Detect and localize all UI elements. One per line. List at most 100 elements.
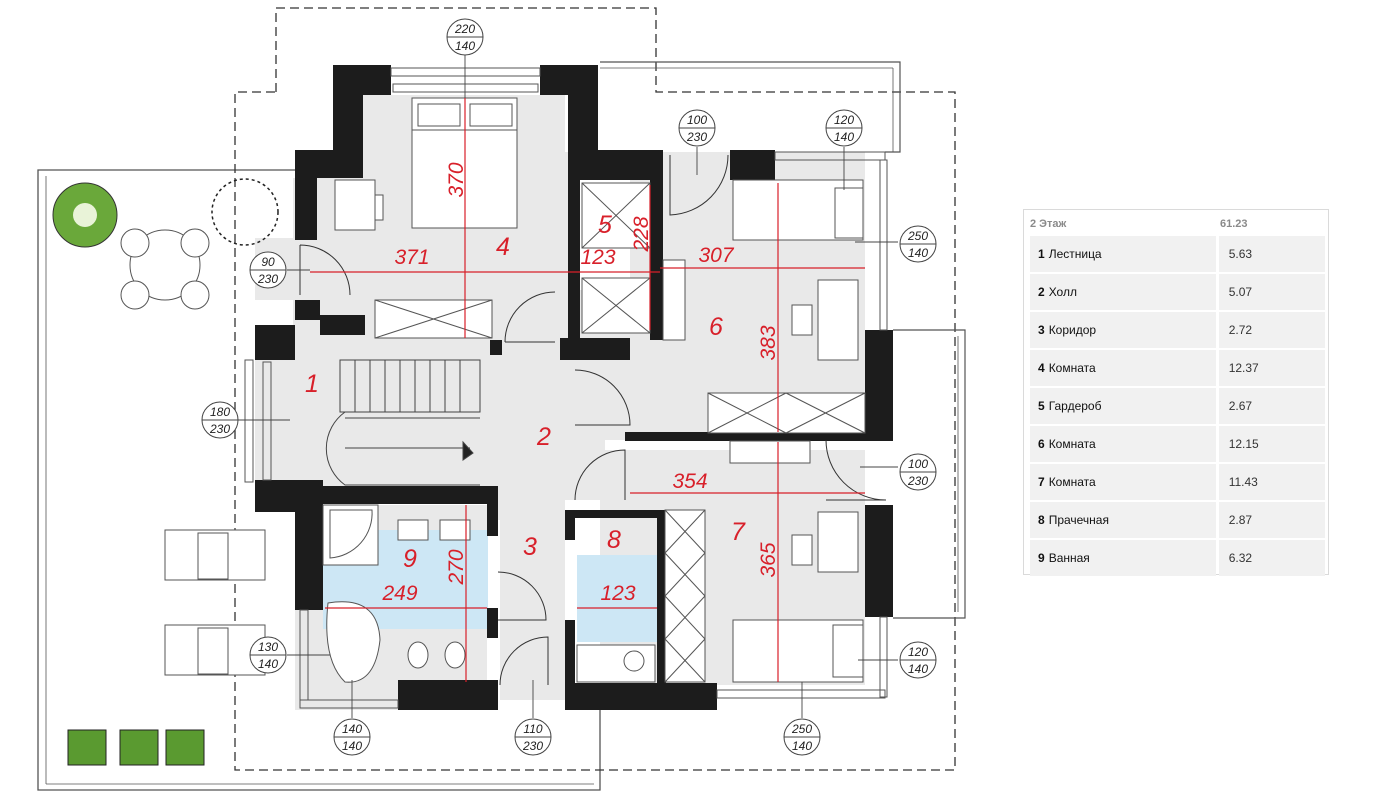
- badge-bottom: 140: [455, 39, 475, 53]
- terrace: [37, 169, 601, 791]
- balcony-top: [600, 61, 901, 153]
- room-num: 8: [1038, 513, 1045, 527]
- room-name: Комната: [1048, 475, 1096, 489]
- badge-bottom: 230: [907, 474, 928, 488]
- room-area: 2.67: [1218, 388, 1325, 424]
- legend-title: 2 Этаж: [1030, 218, 1067, 230]
- room-num: 4: [1038, 361, 1045, 375]
- room-area: 5.07: [1218, 274, 1325, 310]
- furniture: [120, 97, 866, 683]
- badge-bottom: 140: [258, 657, 278, 671]
- legend-header: 2 Этаж 61.23: [1027, 214, 1325, 234]
- room-area: 11.43: [1218, 464, 1325, 500]
- badge-bottom: 140: [908, 246, 928, 260]
- room-num: 1: [1038, 247, 1045, 261]
- badge-top: 120: [834, 113, 854, 127]
- badge-top: 110: [523, 722, 542, 736]
- badge-bottom: 140: [908, 662, 928, 676]
- room-area: 12.37: [1218, 350, 1325, 386]
- staircase: [325, 359, 481, 486]
- room-number-6: 6: [709, 313, 723, 341]
- dim-room9-height: 270: [445, 549, 468, 585]
- room-number-8: 8: [607, 526, 621, 554]
- dim-room6-width: 307: [698, 244, 734, 267]
- room-number-9: 9: [403, 545, 417, 573]
- legend-total: 61.23: [1220, 218, 1248, 230]
- room-num: 6: [1038, 437, 1045, 451]
- floor-plan: 2201401002301201402501409023018023010023…: [37, 7, 966, 791]
- dim-room7-height: 365: [757, 542, 780, 577]
- badge-top: 250: [907, 229, 928, 243]
- room-name: Холл: [1048, 285, 1077, 299]
- plants: [52, 178, 279, 766]
- badge-top: 90: [261, 255, 275, 269]
- badge-bottom: 230: [209, 422, 230, 436]
- dimension-lines: [310, 98, 865, 682]
- doors: [299, 154, 887, 686]
- badge-top: 100: [687, 113, 707, 127]
- windows: [244, 67, 888, 709]
- dim-room4-width: 371: [394, 246, 429, 269]
- badge-bottom: 230: [522, 739, 543, 753]
- dim-room8-width: 123: [600, 582, 635, 605]
- badge-top: 180: [210, 405, 230, 419]
- room-num: 7: [1038, 475, 1045, 489]
- room-name: Комната: [1048, 361, 1096, 375]
- room-num: 5: [1038, 399, 1045, 413]
- badge-top: 130: [258, 640, 278, 654]
- room-number-2: 2: [536, 423, 551, 451]
- badge-top: 100: [908, 457, 928, 471]
- badge-top: 250: [791, 722, 812, 736]
- room-area: 6.32: [1218, 540, 1325, 576]
- badge-bottom: 230: [686, 130, 707, 144]
- room-num: 2: [1038, 285, 1045, 299]
- badge-bottom: 230: [257, 272, 278, 286]
- room-area: 5.63: [1218, 236, 1325, 272]
- room-area: 12.15: [1218, 426, 1325, 462]
- badge-top: 120: [908, 645, 928, 659]
- dimension-labels: 370 371 123 228 307 383 354 365 270 249 …: [381, 162, 780, 605]
- room-number-1: 1: [305, 370, 319, 398]
- dim-room6-height: 383: [757, 325, 780, 360]
- badges: 2201401002301201402501409023018023010023…: [201, 18, 937, 756]
- room-number-4: 4: [496, 233, 510, 261]
- room-number-7: 7: [731, 518, 746, 546]
- room-name: Прачечная: [1048, 513, 1109, 527]
- badge-bottom: 140: [834, 130, 854, 144]
- balcony-right: [893, 329, 966, 619]
- room-name: Коридор: [1048, 323, 1097, 337]
- dim-room5-height: 228: [630, 216, 653, 252]
- room-num: 9: [1038, 551, 1045, 565]
- dim-room9-width: 249: [381, 582, 417, 605]
- dim-room5-width: 123: [580, 246, 615, 269]
- room-name: Ванная: [1048, 551, 1090, 565]
- badge-bottom: 140: [342, 739, 362, 753]
- dim-room7-width: 354: [672, 470, 707, 493]
- badge-leaders: [232, 55, 898, 718]
- room-num: 3: [1038, 323, 1045, 337]
- badge-top: 220: [454, 22, 475, 36]
- badge-top: 140: [342, 722, 362, 736]
- badge-bottom: 140: [792, 739, 812, 753]
- room-name: Гардероб: [1048, 399, 1102, 413]
- room-area: 2.72: [1218, 312, 1325, 348]
- room-number-5: 5: [598, 211, 612, 239]
- room-name: Лестница: [1048, 247, 1102, 261]
